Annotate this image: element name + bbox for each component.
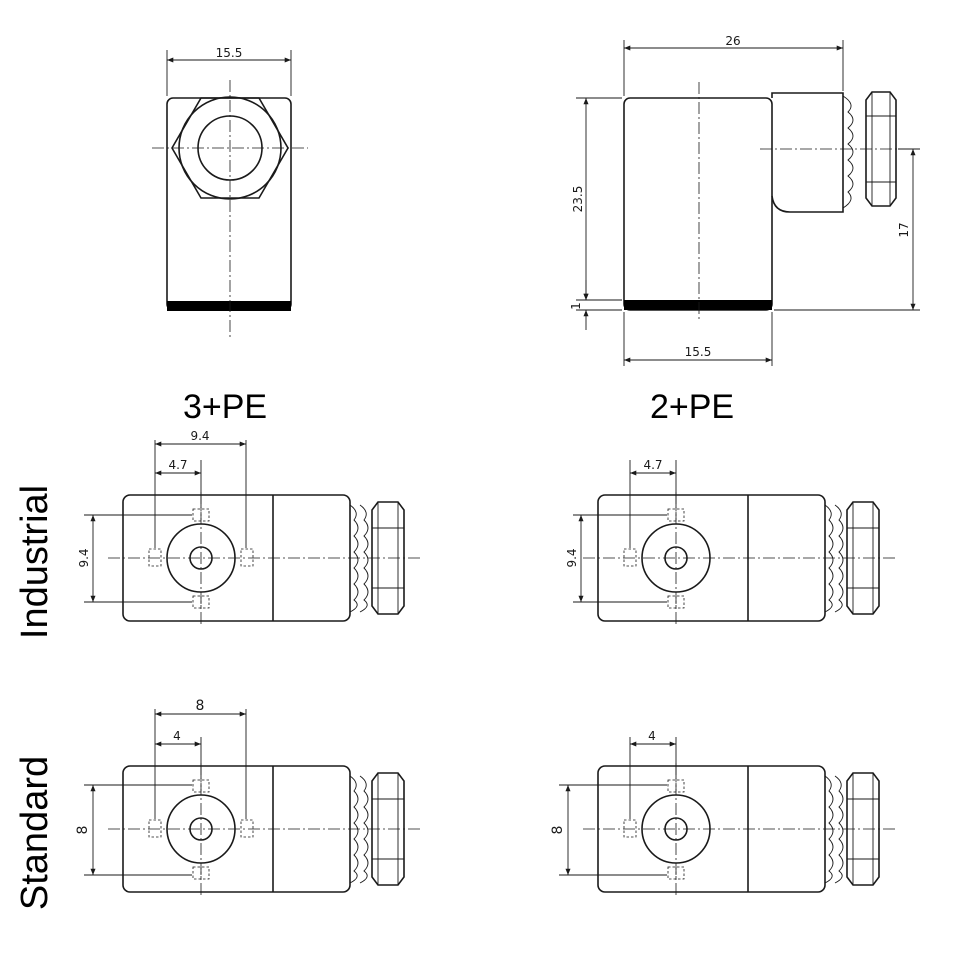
industrial-3pe-span-label: 9.4 (190, 429, 209, 443)
row-heading-industrial: Industrial (14, 485, 56, 639)
side-height-label: 23.5 (571, 186, 585, 213)
side-base-label: 1 (569, 302, 583, 310)
standard-2pe-layout: 4 8 (550, 729, 898, 896)
standard-3pe-span-label: 8 (196, 698, 205, 714)
row-heading-standard: Standard (14, 756, 56, 910)
standard-3pe-half-span-label: 4 (173, 729, 181, 743)
column-heading-3pe: 3+PE (183, 388, 267, 426)
industrial-3pe-layout: 9.4 4.7 9.4 (77, 429, 423, 625)
side-view: 26 23.5 1 17 15.5 (569, 34, 920, 366)
side-axis-height-label: 17 (897, 222, 911, 237)
side-width-label: 15.5 (685, 345, 712, 359)
standard-2pe-half-span-label: 4 (648, 729, 656, 743)
front-view: 15.5 (152, 46, 308, 340)
industrial-3pe-half-span-label: 4.7 (168, 458, 187, 472)
industrial-2pe-half-span-label: 4.7 (643, 458, 662, 472)
industrial-3pe-vertical-label: 9.4 (77, 548, 91, 567)
standard-2pe-vertical-label: 8 (550, 826, 566, 835)
standard-3pe-layout: 8 4 8 (75, 698, 423, 896)
industrial-2pe-layout: 4.7 9.4 (565, 458, 898, 625)
side-length-label: 26 (725, 34, 740, 48)
column-heading-2pe: 2+PE (650, 388, 734, 426)
front-width-label: 15.5 (216, 46, 243, 60)
standard-3pe-vertical-label: 8 (75, 826, 91, 835)
industrial-2pe-vertical-label: 9.4 (565, 548, 579, 567)
